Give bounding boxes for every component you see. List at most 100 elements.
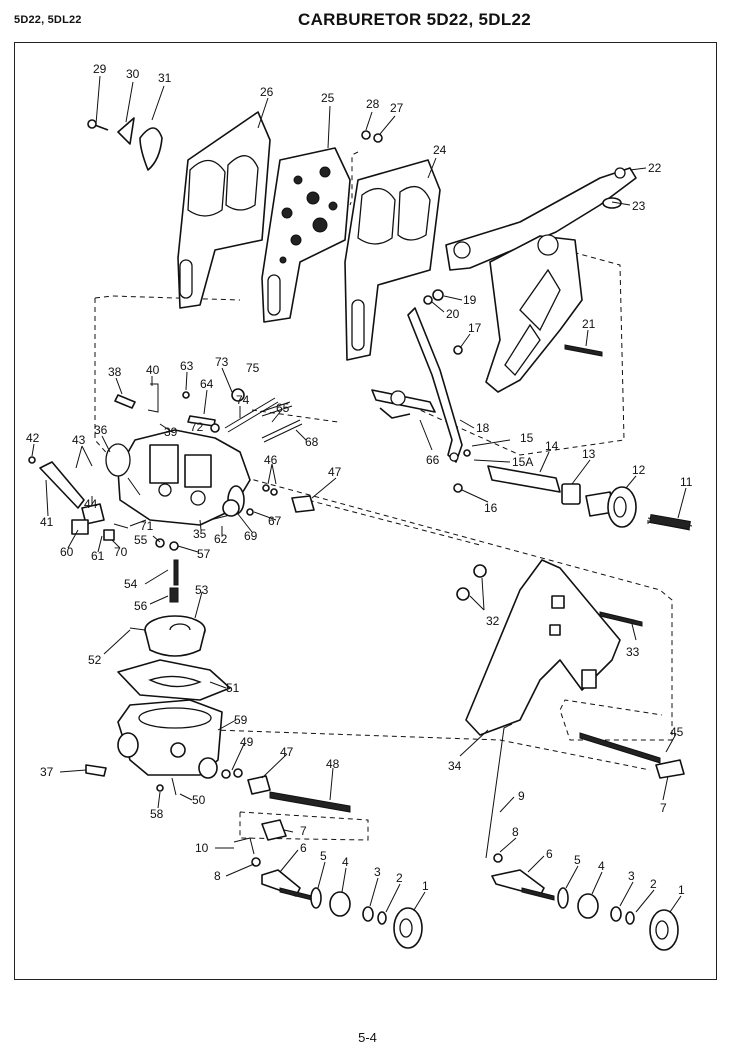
callout-6-right: 6: [546, 847, 553, 861]
callout-43: 43: [72, 433, 86, 447]
callout-29: 29: [93, 62, 107, 76]
leader-lines: [31, 75, 687, 913]
gasket-26: [177, 111, 271, 309]
diagram-frame: [14, 42, 717, 980]
callout-2-left: 2: [396, 871, 403, 885]
callout-8-left: 8: [214, 869, 221, 883]
callout-47-lower: 47: [280, 745, 294, 759]
plate-25: [261, 147, 351, 323]
callout-34: 34: [448, 759, 462, 773]
callout-18: 18: [476, 421, 490, 435]
gasket-24: [344, 159, 441, 361]
callout-74: 74: [236, 393, 250, 407]
callout-30: 30: [126, 67, 140, 81]
callout-3-right: 3: [628, 869, 635, 883]
callout-57: 57: [197, 547, 211, 561]
page-title: CARBURETOR 5D22, 5DL22: [298, 10, 532, 29]
callout-36: 36: [94, 423, 108, 437]
callout-15: 15: [520, 431, 534, 445]
callout-51: 51: [226, 681, 240, 695]
callout-41: 41: [40, 515, 54, 529]
float-and-gasket: [117, 615, 231, 701]
callout-70: 70: [114, 545, 128, 559]
callout-64: 64: [200, 377, 214, 391]
choke-rod-45: [485, 723, 685, 859]
callout-40: 40: [146, 363, 160, 377]
callout-11: 11: [680, 475, 693, 489]
callout-19: 19: [463, 293, 477, 307]
lower-left-linkage: [233, 819, 423, 949]
callout-37: 37: [40, 765, 54, 779]
callout-15a: 15A: [512, 455, 533, 469]
callout-42: 42: [26, 431, 40, 445]
callout-69: 69: [244, 529, 258, 543]
callout-45: 45: [670, 725, 684, 739]
carburetor-upper-body: [105, 429, 251, 526]
callout-46: 46: [264, 453, 278, 467]
callout-21: 21: [582, 317, 596, 331]
callout-62: 62: [214, 532, 228, 546]
callout-27: 27: [390, 101, 404, 115]
shaft-66: [371, 389, 436, 419]
callout-71: 71: [140, 519, 154, 533]
callout-68: 68: [305, 435, 319, 449]
callout-35: 35: [193, 527, 207, 541]
callout-52: 52: [88, 653, 102, 667]
model-codes: 5D22, 5DL22: [14, 14, 82, 26]
assembly-dashed-lines: [94, 151, 673, 841]
callout-54: 54: [124, 577, 138, 591]
callout-67: 67: [268, 514, 282, 528]
callout-26: 26: [260, 85, 274, 99]
callout-4-right: 4: [598, 859, 605, 873]
callout-72: 72: [190, 420, 204, 434]
callout-39: 39: [164, 425, 178, 439]
callout-14: 14: [545, 439, 559, 453]
callout-7-left: 7: [300, 824, 307, 838]
callout-55: 55: [134, 533, 148, 547]
callout-3-left: 3: [374, 865, 381, 879]
callout-56: 56: [134, 599, 148, 613]
callout-1-left: 1: [422, 879, 429, 893]
callout-8-right: 8: [512, 825, 519, 839]
callout-33: 33: [626, 645, 640, 659]
callout-58: 58: [150, 807, 164, 821]
callout-10: 10: [195, 841, 209, 855]
callout-63: 63: [180, 359, 194, 373]
callout-73: 73: [215, 355, 229, 369]
throttle-slide-parts: [487, 465, 693, 531]
callout-7-right: 7: [660, 801, 667, 815]
callout-44: 44: [84, 497, 98, 511]
callout-16: 16: [484, 501, 498, 515]
needle-parts-lower: [221, 768, 351, 813]
callout-31: 31: [158, 71, 172, 85]
callout-32: 32: [486, 614, 500, 628]
callout-5-left: 5: [320, 849, 327, 863]
callout-61: 61: [91, 549, 105, 563]
callout-9: 9: [518, 789, 525, 803]
callout-17: 17: [468, 321, 482, 335]
callout-60: 60: [60, 545, 74, 559]
bracket-22-23: [445, 167, 637, 393]
lower-right-linkage: [491, 853, 679, 951]
callout-66: 66: [426, 453, 440, 467]
callout-4-left: 4: [342, 855, 349, 869]
callout-59: 59: [234, 713, 248, 727]
callout-20: 20: [446, 307, 460, 321]
callout-75: 75: [246, 361, 260, 375]
callout-28: 28: [366, 97, 380, 111]
callout-47-upper: 47: [328, 465, 342, 479]
callout-53: 53: [195, 583, 209, 597]
callout-13: 13: [582, 447, 596, 461]
callout-23: 23: [632, 199, 646, 213]
callout-49: 49: [240, 735, 254, 749]
callout-38: 38: [108, 365, 122, 379]
callout-12: 12: [632, 463, 646, 477]
callout-6-left: 6: [300, 841, 307, 855]
link-18: [407, 307, 463, 463]
callout-24: 24: [433, 143, 447, 157]
choke-lever-parts: [28, 456, 129, 541]
choke-plate-34: [465, 559, 621, 736]
callout-5-right: 5: [574, 853, 581, 867]
callout-48: 48: [326, 757, 340, 771]
